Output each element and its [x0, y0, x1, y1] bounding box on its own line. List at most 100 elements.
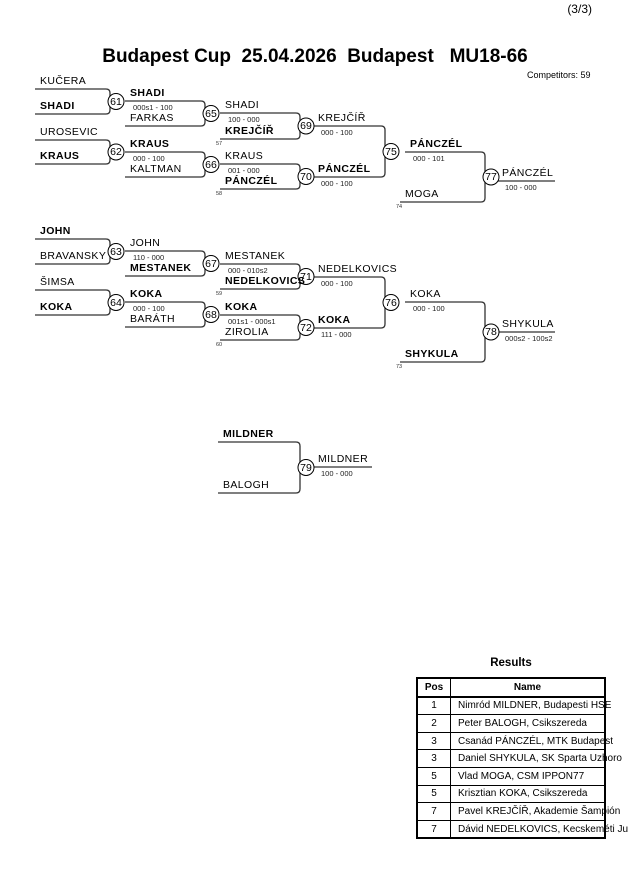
match-number: 68 [205, 308, 217, 321]
match-number: 64 [110, 296, 122, 309]
match-number-circle [107, 243, 125, 260]
competitor-name: PÁNCZÉL [225, 175, 278, 187]
competitor-name: NEDELKOVICS [318, 263, 398, 275]
match-score: 111 - 000 [321, 330, 352, 339]
match-number-circle [482, 323, 500, 341]
match-number: 78 [485, 326, 497, 338]
competitor-name: KOKA [318, 314, 351, 326]
competitor-name: KRAUS [130, 138, 170, 150]
match-number: 69 [300, 120, 312, 132]
competitor-name: BRAVANSKY [40, 250, 107, 262]
result-name: Peter BALOGH, Csikszereda [450, 714, 606, 733]
results-title: Results [490, 657, 532, 669]
competitor-name: KUČERA [40, 75, 87, 87]
result-position: 7 [416, 802, 451, 821]
page-title: Budapest Cup 25.04.2026 Budapest MU18-66 [102, 46, 528, 67]
match-number-circle [297, 459, 315, 476]
competitor-name: JOHN [40, 225, 71, 237]
page-number: (3/3) [567, 2, 592, 16]
match-number-circle [107, 93, 125, 110]
result-name: Nimród MILDNER, Budapesti HSE [450, 696, 611, 716]
match-number-circle [202, 306, 220, 323]
result-position: 3 [416, 749, 451, 768]
match-score: 000 - 100 [133, 304, 165, 313]
match-score: 001 - 000 [228, 166, 260, 175]
column-header-pos: Pos [416, 677, 451, 698]
match-score: 000s1 - 100 [133, 103, 173, 112]
competitor-name: ZIROLIA [225, 326, 269, 338]
competitor-name: MESTANEK [225, 250, 286, 262]
result-name: Csanád PÁNCZÉL, MTK Budapest [450, 731, 613, 751]
match-score: 000s2 - 100s2 [505, 334, 553, 343]
competitor-name: SHADI [225, 99, 260, 111]
match-number: 70 [300, 170, 312, 183]
entry-note: 58 [216, 191, 223, 197]
match-number-circle [202, 105, 220, 122]
match-number: 72 [300, 321, 312, 334]
entry-note: 57 [216, 141, 223, 147]
competitor-name: PÁNCZÉL [410, 138, 463, 150]
match-number: 63 [110, 245, 122, 258]
match-number-circle [382, 143, 400, 160]
competitor-name: BARÁTH [130, 313, 175, 325]
entry-note: 59 [216, 291, 223, 297]
match-score: 000 - 100 [133, 154, 165, 163]
match-number-circle [382, 294, 400, 311]
competitor-name: FARKAS [130, 112, 174, 124]
match-score: 000 - 100 [321, 179, 353, 188]
match-score: 000 - 010s2 [228, 266, 268, 275]
competitor-name: KOKA [130, 288, 163, 300]
competitor-name: MESTANEK [130, 262, 192, 274]
competitor-name: KOKA [410, 288, 441, 300]
competitor-name: MILDNER [318, 453, 369, 465]
match-score: 000 - 100 [321, 279, 353, 288]
match-score: 100 - 000 [321, 469, 353, 478]
results-header-row: Pos Name [416, 677, 606, 698]
match-number: 67 [205, 257, 217, 270]
competitor-name: KOKA [225, 301, 258, 313]
competitor-name: KRAUS [225, 150, 264, 162]
competitor-name: SHADI [130, 87, 165, 99]
result-name: Daniel SHYKULA, SK Sparta Uzhoro [450, 749, 622, 768]
match-score: 100 - 000 [505, 183, 537, 192]
competitor-name: SHADI [40, 100, 75, 112]
match-score: 100 - 000 [228, 115, 260, 124]
match-score: 001s1 - 000s1 [228, 317, 276, 326]
match-number-circle [297, 268, 315, 285]
competitor-name: KALTMAN [130, 163, 182, 175]
match-number: 61 [110, 95, 122, 108]
match-number: 79 [300, 461, 312, 474]
entry-note: 74 [396, 204, 403, 210]
match-number: 71 [300, 270, 312, 283]
competitor-name: NEDELKOVICS [225, 275, 306, 287]
competitor-name: KOKA [40, 301, 73, 313]
result-name: Krisztian KOKA, Csikszereda [450, 784, 606, 804]
competitor-name: BALOGH [223, 479, 270, 491]
competitors-count: Competitors: 59 [527, 70, 591, 80]
competitor-name: KREJČÍŘ [225, 125, 274, 137]
result-position: 5 [416, 766, 451, 786]
match-number: 76 [385, 296, 397, 309]
result-position: 7 [416, 819, 451, 839]
competitor-name: PÁNCZÉL [318, 163, 371, 175]
match-score: 000 - 101 [413, 154, 445, 163]
match-number: 77 [485, 171, 497, 183]
match-number-circle [202, 255, 220, 272]
match-number-circle [482, 168, 500, 186]
match-number-circle [297, 319, 315, 336]
result-position: 5 [416, 784, 451, 804]
competitor-name: SHYKULA [502, 318, 554, 330]
competitor-name: KREJČÍŘ [318, 112, 366, 124]
result-position: 2 [416, 714, 451, 733]
match-score: 000 - 100 [413, 304, 445, 313]
competitor-name: UROSEVIC [40, 126, 99, 138]
competitor-name: ŠIMSA [40, 276, 75, 288]
match-number-circle [107, 143, 125, 161]
